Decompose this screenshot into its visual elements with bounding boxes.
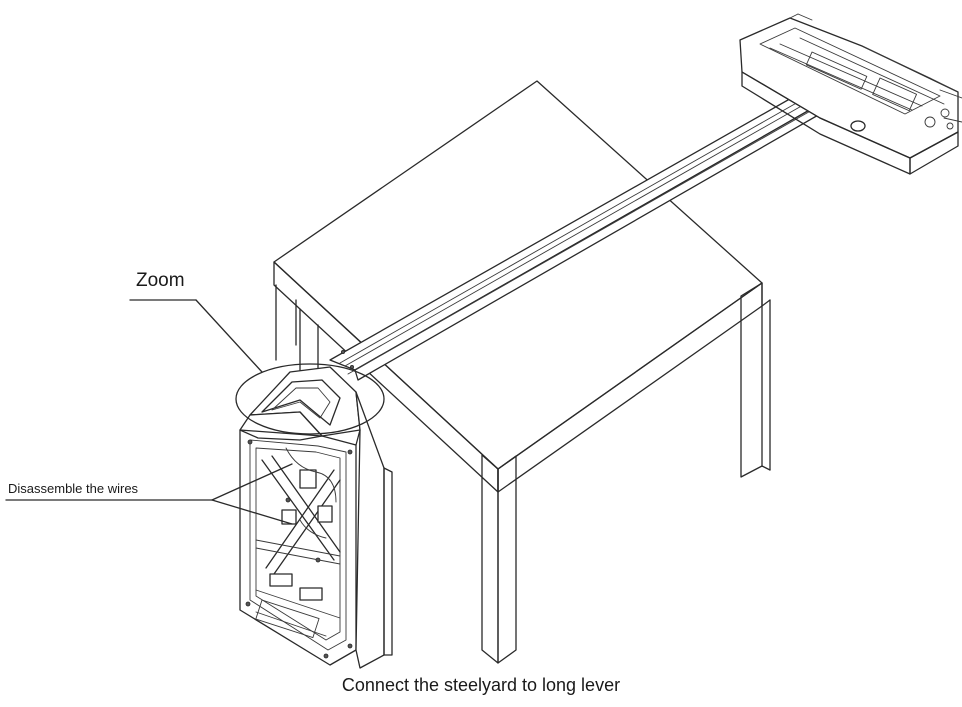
frame-right-side <box>355 391 385 669</box>
table-leg-right <box>740 282 771 478</box>
wires-leader-line-2 <box>211 499 293 525</box>
steelyard-frame <box>239 366 393 669</box>
frame-front-plate <box>239 429 357 666</box>
table-leg-front <box>481 454 517 664</box>
disassemble-wires-label: Disassemble the wires <box>8 481 139 496</box>
lever-beam-top <box>329 91 821 371</box>
zoom-callout <box>129 299 385 435</box>
wires-leader-line-1 <box>211 463 293 501</box>
table-leg-left <box>299 308 319 371</box>
table-top-front-edge <box>497 282 763 493</box>
long-lever <box>329 91 821 381</box>
zoom-ellipse <box>235 363 385 435</box>
steelyard-head <box>739 13 962 175</box>
zoom-label: Zoom <box>136 270 185 291</box>
wires-callout <box>5 463 293 525</box>
table-leg-back <box>275 284 297 361</box>
figure-caption: Connect the steelyard to long lever <box>341 675 621 695</box>
table <box>273 80 771 664</box>
zoom-leader-line <box>195 299 263 373</box>
